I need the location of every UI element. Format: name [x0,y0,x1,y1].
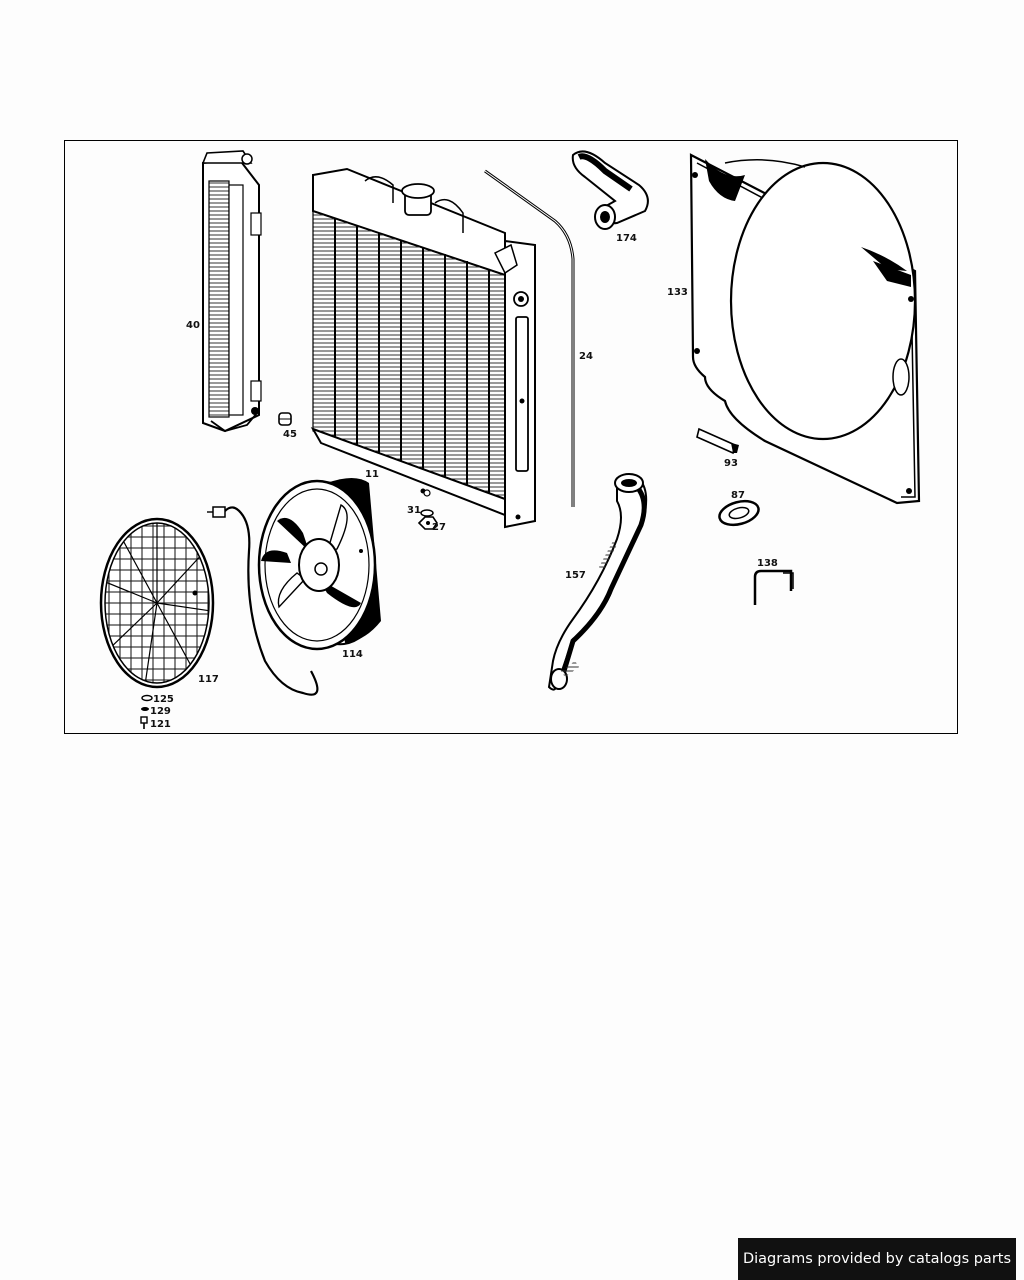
washer-part [420,489,434,517]
callout-31: 31 [407,505,421,516]
fan-guard-part [99,517,215,689]
callout-125: 125 [153,694,174,705]
callout-138: 138 [757,558,778,569]
callout-157: 157 [565,570,586,581]
oil-cooler-part [201,150,262,433]
screw-part [140,716,148,729]
bracket-clip-part [753,569,794,605]
rubber-strip-part [696,427,739,455]
callout-40: 40 [186,320,200,331]
nut-part [417,516,438,530]
exploded-view-diagram: 40 45 11 24 174 133 93 87 138 157 31 27 … [99,150,921,730]
lower-hose-part [547,473,648,691]
callout-129: 129 [150,706,171,717]
stay-rod-part [484,169,575,507]
lock-washer-part [141,707,149,711]
radiator-part [310,167,536,529]
callout-133: 133 [667,287,688,298]
callout-121: 121 [150,719,171,730]
callout-93: 93 [724,458,738,469]
callout-114: 114 [342,649,363,660]
drain-plug-part [278,412,292,426]
parts-diagram-frame: 40 45 11 24 174 133 93 87 138 157 31 27 … [64,140,958,734]
grommet-part [718,499,760,527]
callout-11: 11 [365,469,379,480]
fan-shroud-part [689,153,921,505]
callout-117: 117 [198,674,219,685]
callout-27: 27 [432,522,446,533]
callout-87: 87 [731,490,745,501]
electric-fan-part [207,478,381,696]
callout-24: 24 [579,351,593,362]
upper-hose-part [571,150,649,230]
diagram-credit-badge: Diagrams provided by catalogs parts [738,1238,1016,1280]
callout-174: 174 [616,233,637,244]
spacer-part [141,694,153,702]
callout-45: 45 [283,429,297,440]
